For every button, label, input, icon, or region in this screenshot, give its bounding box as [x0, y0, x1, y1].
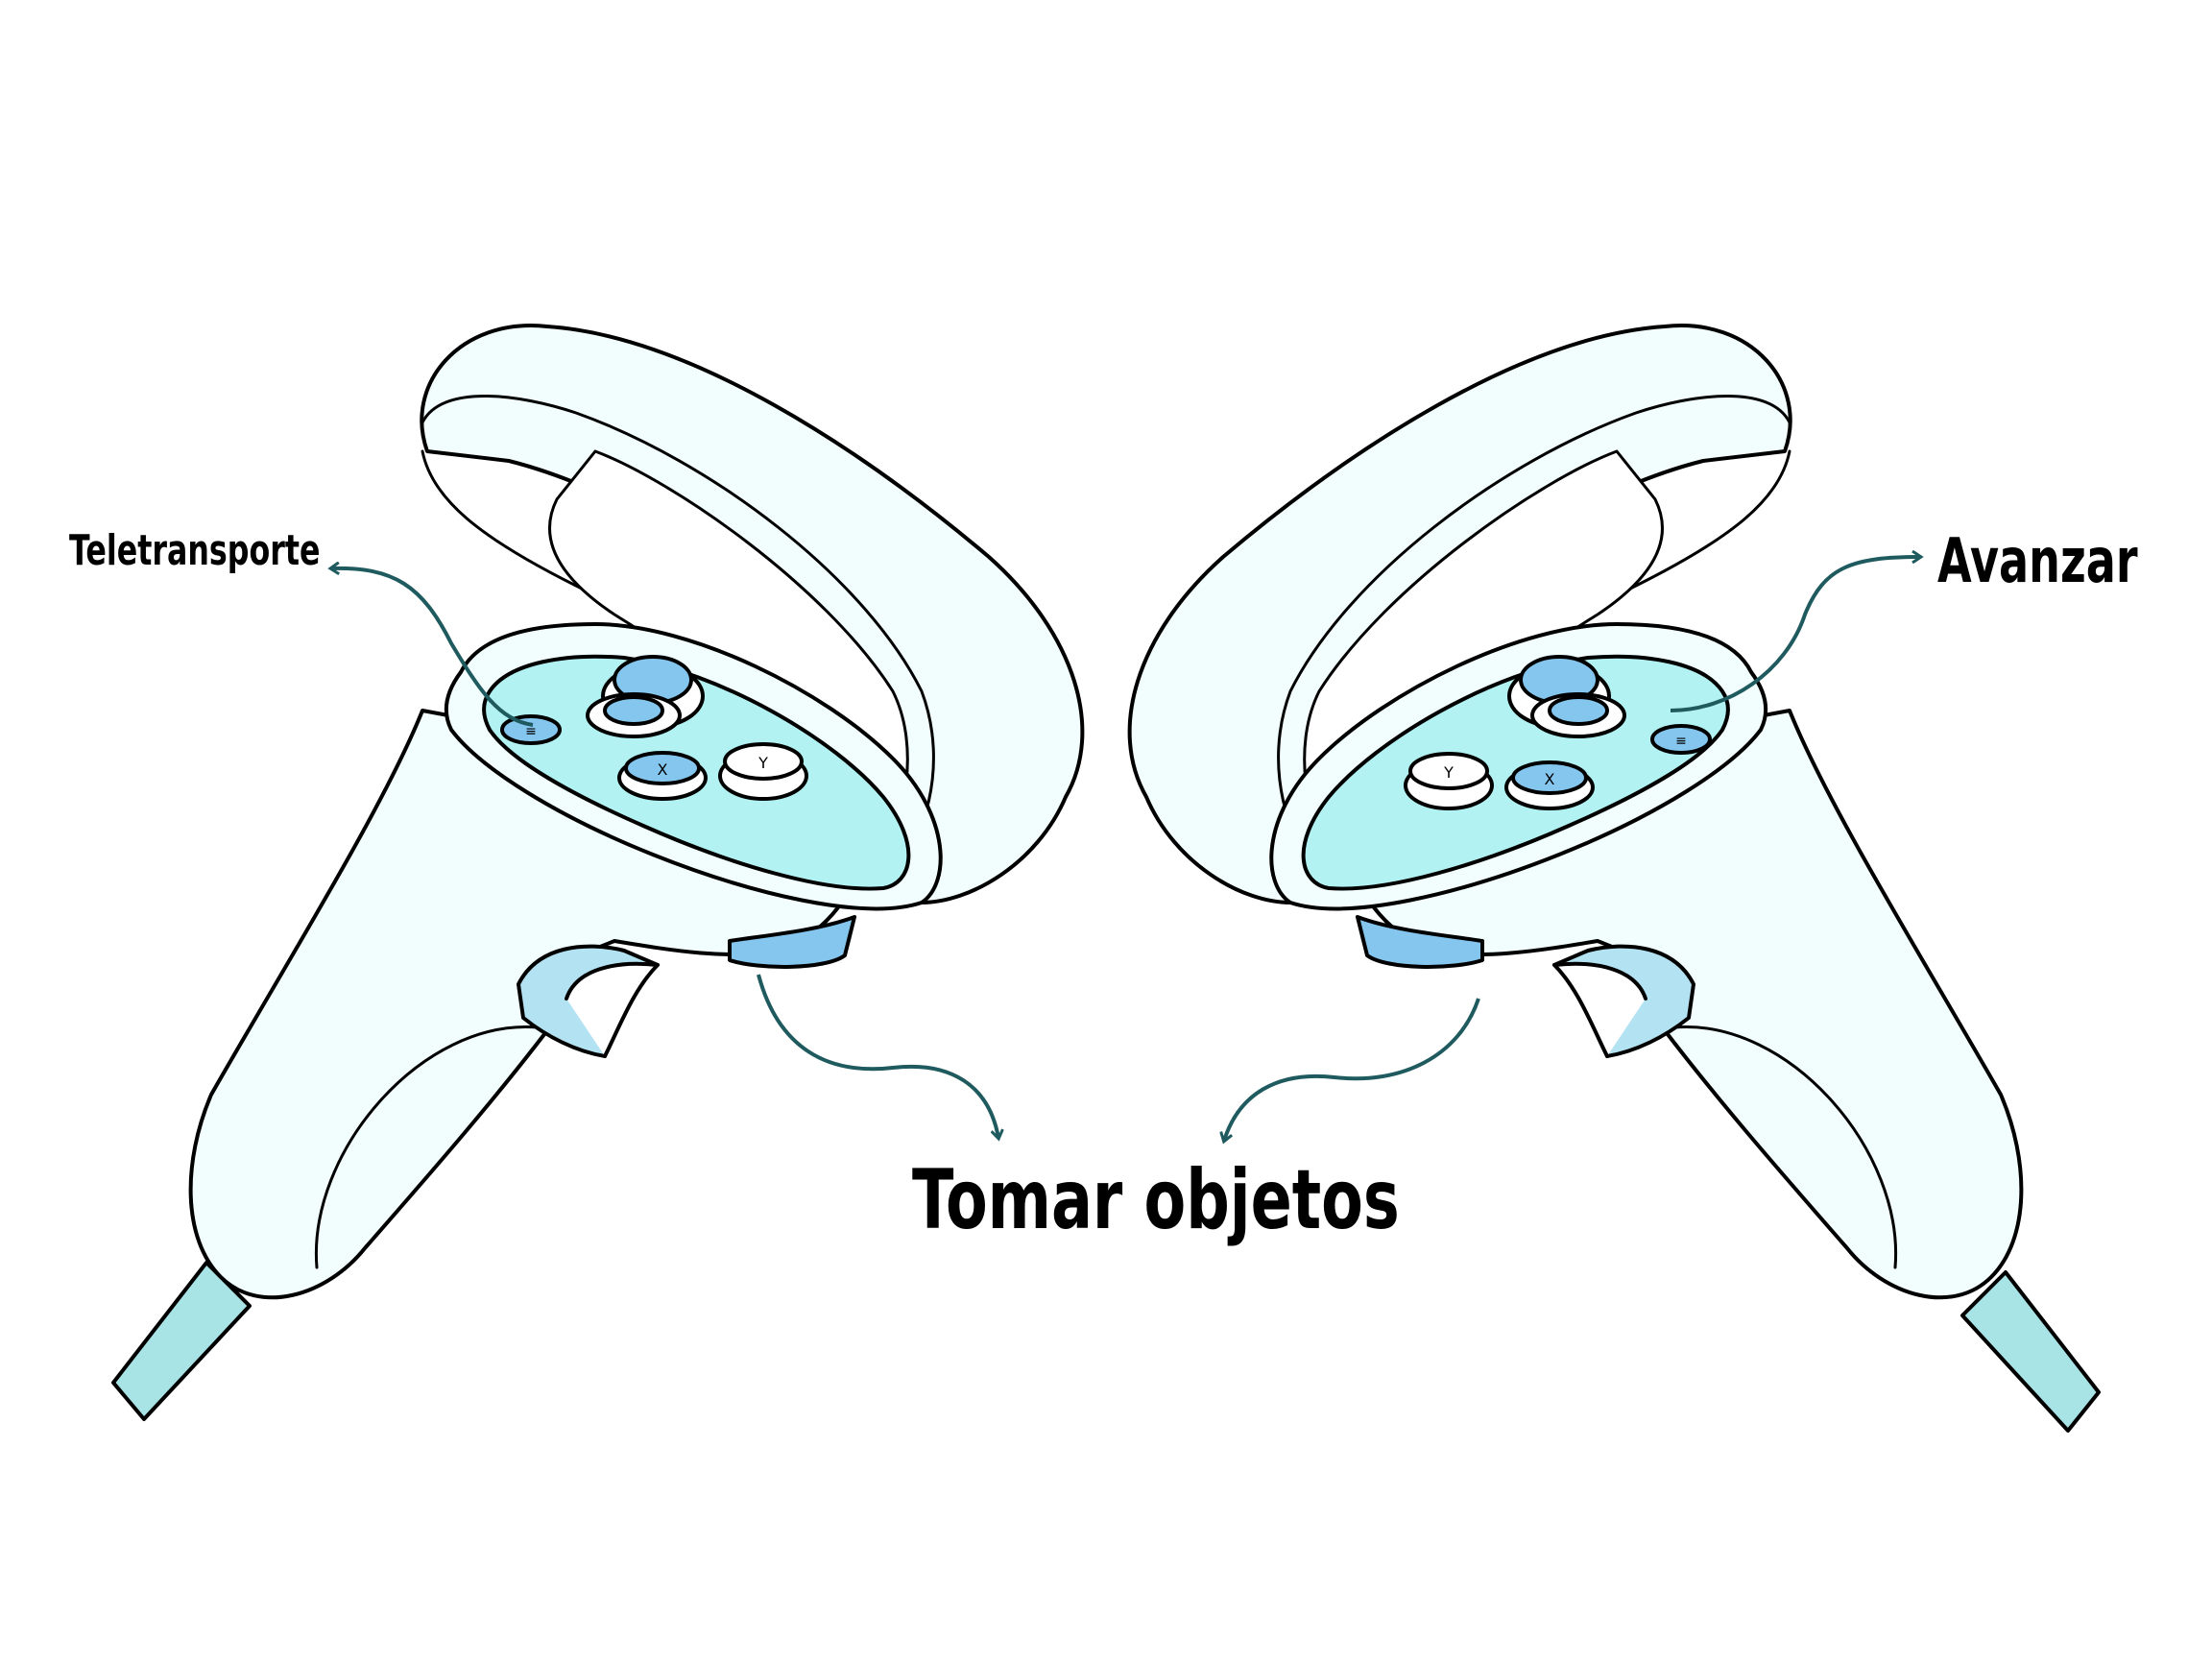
y-button-left [723, 742, 804, 781]
cable-left [111, 1261, 252, 1421]
y-glyph-right: Y [1443, 763, 1454, 782]
x-glyph-left: X [658, 760, 668, 779]
y-button-right [1408, 752, 1489, 790]
arrow-grab-left [757, 974, 998, 1138]
menu-glyph-left: ≡ [525, 724, 537, 739]
menu-button-left [500, 714, 562, 745]
x-button-right [1511, 760, 1588, 795]
arrow-grab-right [1224, 998, 1480, 1141]
label-advance: Avanzar [1937, 526, 2138, 597]
vr-controller-left-icon: ≡ X Y [111, 324, 1085, 1421]
menu-glyph-right: ≡ [1675, 734, 1687, 749]
y-glyph-left: Y [757, 754, 768, 772]
label-grab-objects: Tomar objetos [912, 1152, 1400, 1248]
arrow-teleport [331, 568, 534, 727]
trigger-left [728, 915, 856, 969]
label-teleport: Teletransporte [69, 526, 321, 575]
x-button-left [624, 751, 701, 785]
trigger-right [1356, 915, 1484, 969]
arrow-advance [1670, 557, 1920, 712]
x-glyph-right: X [1545, 770, 1555, 788]
vr-controller-right-icon [1127, 324, 2101, 1433]
menu-button-right [1650, 724, 1712, 755]
cable-right [1960, 1270, 2101, 1433]
